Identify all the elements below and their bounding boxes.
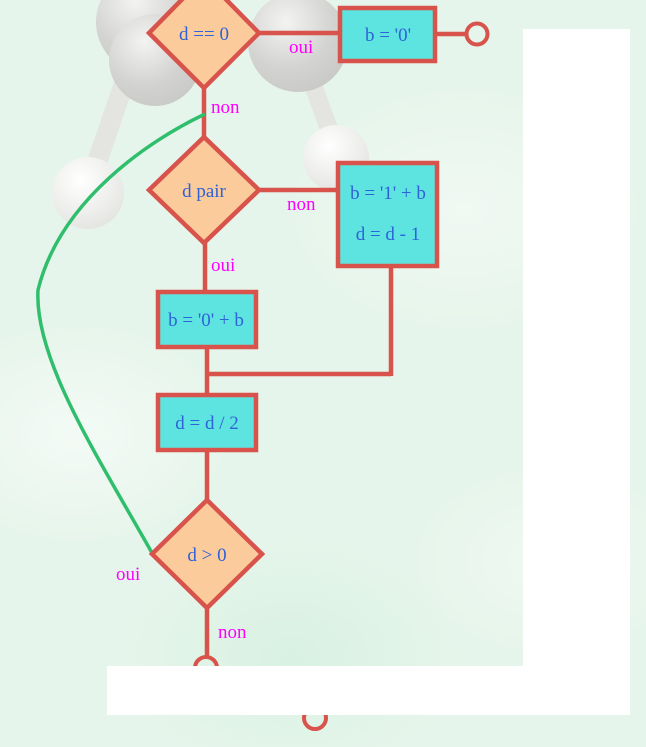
white-mask-bottom — [107, 666, 523, 715]
edge-label-oui-mid: oui — [211, 255, 235, 276]
label-d-eq-0: d == 0 — [179, 24, 229, 45]
process-d-halve — [155, 392, 259, 453]
edge-labels: oui non non oui oui non — [116, 37, 316, 643]
edge-label-non-top: non — [211, 97, 240, 118]
edge-label-non-mid: non — [287, 194, 316, 215]
process-b-prepend-0 — [155, 289, 259, 350]
end-terminal-top — [464, 21, 490, 47]
edge-label-non-bottom: non — [218, 622, 247, 643]
decision-d-eq-0 — [145, 0, 263, 92]
molecule-atom-icon — [52, 157, 124, 229]
label-b-prepend-0: b = '0' + b — [168, 310, 244, 331]
flow-connectors — [36, 30, 467, 658]
edge-label-oui-loop: oui — [116, 564, 140, 585]
label-b-prepend-1-line2: d = d - 1 — [356, 224, 421, 245]
molecule-atom-icon — [248, 0, 348, 92]
label-d-halve: d = d / 2 — [175, 413, 239, 434]
label-b-prepend-1-line1: b = '1' + b — [350, 183, 426, 204]
label-d-pair: d pair — [182, 181, 226, 202]
decision-d-pair — [145, 133, 263, 247]
edge-label-oui-top: oui — [289, 37, 313, 58]
label-b-set-0: b = '0' — [365, 25, 411, 46]
decision-d-gt-0 — [148, 496, 266, 612]
process-b-set-0 — [337, 5, 438, 64]
white-mask-right — [523, 29, 630, 715]
edge-d-gt-0-oui-loopback — [36, 112, 206, 554]
process-b-prepend-1 — [335, 160, 440, 269]
flow-nodes — [145, 0, 490, 731]
node-labels: d == 0 b = '0' d pair b = '1' + b d = d … — [168, 24, 426, 566]
label-d-gt-0: d > 0 — [187, 545, 226, 566]
